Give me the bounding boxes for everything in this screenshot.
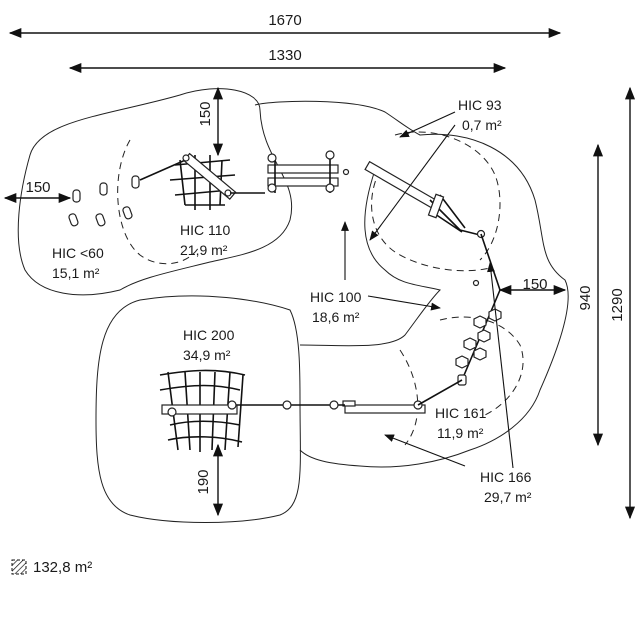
hatched-area-icon (11, 559, 27, 575)
dim-bottom-offset: 190 (195, 469, 212, 494)
zone-label-hic93: HIC 93 (458, 97, 502, 113)
zone-label-hic110: HIC 110 (180, 222, 231, 238)
leader-hic93-b (369, 124, 456, 241)
balance-beam-lower (230, 379, 463, 414)
rope-bridge-upper (364, 160, 501, 381)
leader-hic100-b (367, 295, 441, 311)
zone-lower-left-outline (95, 295, 301, 523)
zone-label-hic166: HIC 166 (480, 469, 532, 485)
zone-label-hic200: HIC 200 (183, 327, 235, 343)
stepping-stones (455, 308, 502, 386)
zone-area-hic110: 21,9 m² (180, 242, 228, 258)
leader-hic161 (384, 434, 466, 467)
zone-hic166-dashed (399, 349, 419, 446)
leader-hic93 (399, 111, 456, 138)
climbing-net-upper (139, 152, 265, 210)
zone-label-hic-lt60: HIC <60 (52, 245, 104, 261)
zone-area-hic161: 11,9 m² (437, 425, 484, 441)
zone-label-hic161: HIC 161 (435, 405, 487, 421)
leader-hic166 (487, 262, 514, 469)
dim-top-offset: 150 (197, 101, 214, 126)
balance-beams (267, 150, 350, 193)
dim-overall-width: 1670 (268, 12, 301, 29)
zone-hic110-dashed (117, 139, 201, 265)
zone-area-hic-lt60: 15,1 m² (52, 265, 100, 281)
zone-upper-middle-outline (254, 100, 569, 468)
stepping-posts (68, 175, 140, 227)
legend-total-area: 132,8 m² (33, 559, 92, 576)
zone-upper-left-outline (17, 88, 293, 296)
climbing-net-lower (159, 369, 246, 452)
zone-label-hic100: HIC 100 (310, 289, 362, 305)
zone-inner-curve (299, 169, 441, 347)
zone-area-hic200: 34,9 m² (183, 347, 231, 363)
dim-right-offset: 150 (522, 276, 547, 293)
dim-left-offset: 150 (25, 179, 50, 196)
legend: 132,8 m² (11, 559, 92, 576)
zone-area-hic93: 0,7 m² (462, 117, 502, 133)
dim-inner-width: 1330 (268, 47, 301, 64)
dim-height-inner: 940 (577, 285, 594, 310)
zone-hic100-dashed (371, 169, 491, 272)
zone-hic161-dashed (439, 316, 524, 416)
dim-height-outer: 1290 (609, 288, 626, 321)
zone-area-hic100: 18,6 m² (312, 309, 360, 325)
zone-area-hic166: 29,7 m² (484, 489, 532, 505)
